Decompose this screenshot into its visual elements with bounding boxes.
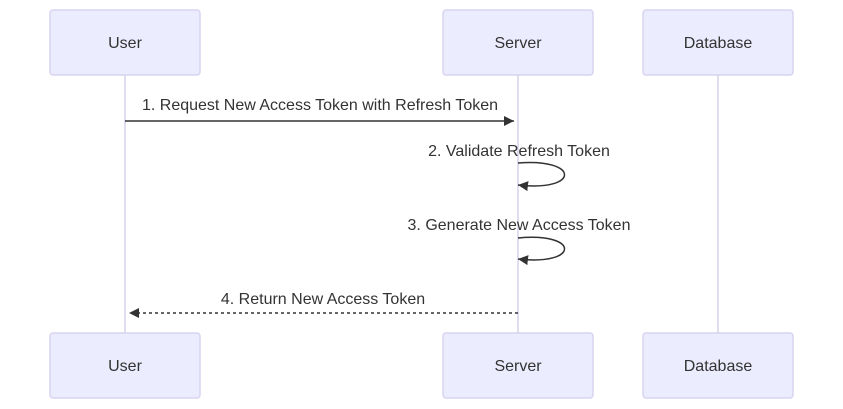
actor-user-top: User xyxy=(49,9,201,76)
message-4-label: 4. Return New Access Token xyxy=(221,291,425,308)
actor-user-bottom-label: User xyxy=(108,358,142,375)
message-2-label: 2. Validate Refresh Token xyxy=(428,143,610,160)
actor-server-top: Server xyxy=(442,9,594,76)
actor-database-top: Database xyxy=(642,9,794,76)
actor-database-top-label: Database xyxy=(684,35,753,52)
message-2-arrow xyxy=(517,161,565,192)
actor-user-top-label: User xyxy=(108,35,142,52)
message-1: 1. Request New Access Token with Refresh… xyxy=(125,97,514,126)
actor-user-bottom: User xyxy=(49,332,201,399)
message-3: 3. Generate New Access Token xyxy=(408,217,631,266)
message-4: 4. Return New Access Token xyxy=(129,291,518,318)
message-2: 2. Validate Refresh Token xyxy=(428,143,610,192)
message-3-arrow xyxy=(517,236,565,266)
message-1-label: 1. Request New Access Token with Refresh… xyxy=(142,97,498,114)
actor-database-bottom: Database xyxy=(642,332,794,399)
actor-server-bottom: Server xyxy=(442,332,594,399)
message-3-label: 3. Generate New Access Token xyxy=(408,217,631,234)
actor-database-bottom-label: Database xyxy=(684,358,753,375)
actor-server-bottom-label: Server xyxy=(494,358,542,375)
actor-server-top-label: Server xyxy=(494,35,542,52)
